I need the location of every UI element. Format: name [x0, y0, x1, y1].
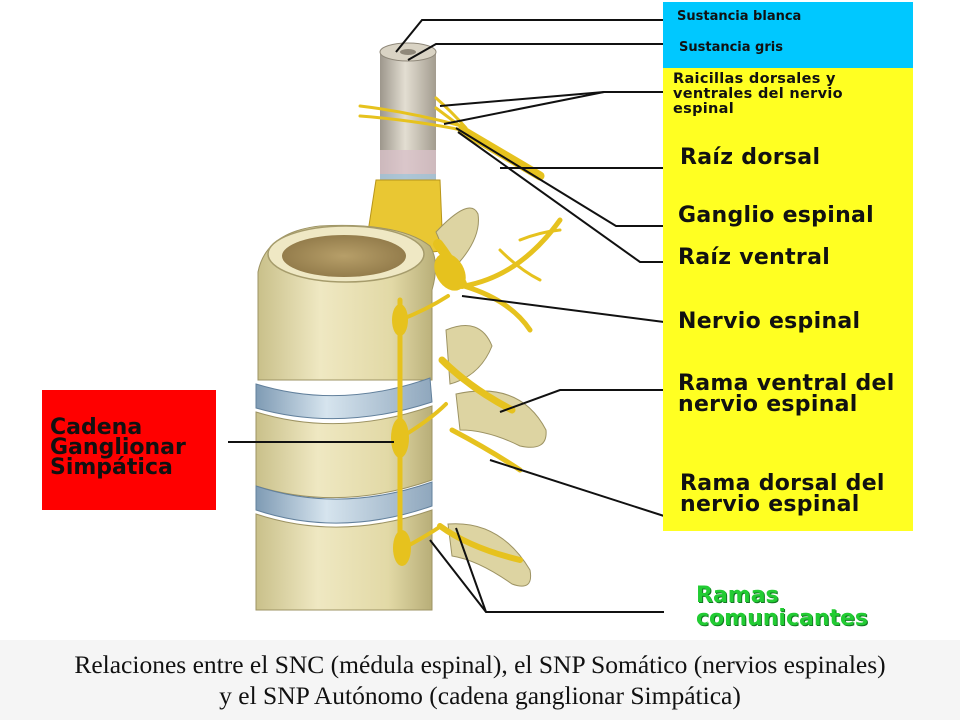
spinal-ganglion [434, 253, 466, 291]
leader-lines [228, 19, 665, 613]
label-spinal-nerve: Nervio espinal [678, 309, 861, 334]
label-dorsal-ramus-line1: Rama dorsal del [680, 471, 885, 496]
label-sympathetic-chain-line3: Simpática [50, 455, 173, 480]
label-dorsal-root: Raíz dorsal [680, 145, 821, 170]
label-dorsal-ramus: Rama dorsal del nervio espinal [680, 471, 885, 517]
spine-illustration [228, 19, 665, 613]
label-gray-matter: Sustancia gris [679, 40, 783, 55]
red-label-panel [42, 390, 216, 510]
label-rootlets-line1: Raicillas dorsales y [673, 71, 836, 87]
label-communicating-rami: Ramas comunicantes [696, 584, 868, 630]
label-sympathetic-chain-line1: Cadena [50, 415, 143, 440]
label-ventral-ramus-line2: nervio espinal [678, 392, 858, 417]
label-rootlets-line3: espinal [673, 101, 734, 117]
label-sympathetic-chain: Cadena Ganglionar Simpática [50, 415, 186, 480]
label-rootlets-line2: ventrales del nervio [673, 86, 843, 102]
label-communicating-rami-line1: Ramas [696, 583, 779, 608]
spinal-cord [379, 42, 437, 202]
label-ventral-ramus-line1: Rama ventral del [678, 371, 895, 396]
label-sympathetic-chain-line2: Ganglionar [50, 435, 186, 460]
blue-label-panel [663, 2, 913, 68]
label-communicating-rami-line2: comunicantes [696, 606, 869, 631]
yellow-label-panel [663, 68, 913, 531]
vertebral-column [255, 207, 547, 611]
label-white-matter: Sustancia blanca [677, 9, 802, 24]
label-dorsal-ramus-line2: nervio espinal [680, 492, 860, 517]
label-ventral-root: Raíz ventral [678, 245, 831, 270]
label-spinal-ganglion: Ganglio espinal [678, 203, 875, 228]
caption-line2: y el SNP Autónomo (cadena ganglionar Sim… [219, 681, 741, 710]
nerves [358, 96, 563, 566]
figure-caption: Relaciones entre el SNC (médula espinal)… [0, 640, 960, 720]
caption-line1: Relaciones entre el SNC (médula espinal)… [74, 650, 886, 679]
label-ventral-ramus: Rama ventral del nervio espinal [678, 371, 895, 417]
label-rootlets: Raicillas dorsales y ventrales del nervi… [673, 72, 843, 117]
